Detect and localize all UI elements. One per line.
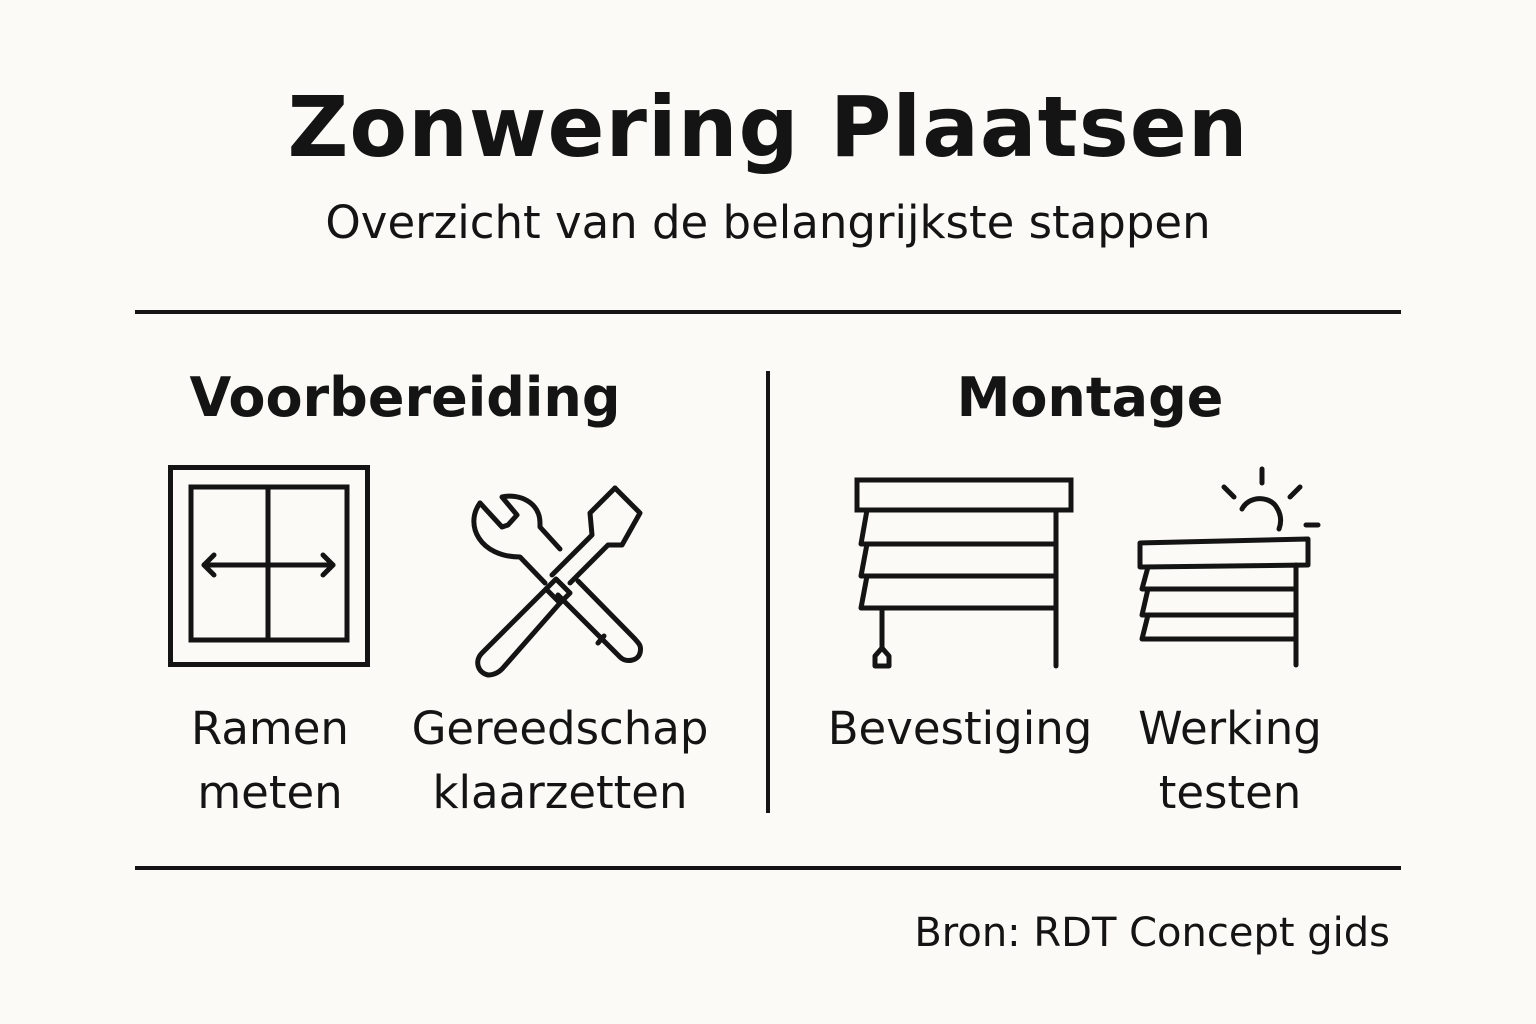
step-bevestiging: Bevestiging <box>820 697 1100 761</box>
step-label-line1: Gereedschap <box>411 702 709 755</box>
bottom-divider <box>135 866 1401 870</box>
step-gereedschap-klaarzetten: Gereedschap klaarzetten <box>400 697 720 825</box>
section-divider <box>766 371 770 813</box>
step-label-line1: Werking <box>1138 702 1322 755</box>
step-label-line2: klaarzetten <box>432 766 688 819</box>
blinds-sun-icon <box>1137 466 1321 668</box>
top-divider <box>135 310 1401 314</box>
step-label-line1: Bevestiging <box>827 702 1093 755</box>
window-measure-icon <box>168 465 370 667</box>
step-werking-testen: Werking testen <box>1110 697 1350 825</box>
step-ramen-meten: Ramen meten <box>150 697 390 825</box>
page-subtitle: Overzicht van de belangrijkste stappen <box>325 196 1211 249</box>
step-label-line1: Ramen <box>191 702 349 755</box>
blinds-icon <box>854 477 1074 669</box>
step-label-line2: testen <box>1158 766 1302 819</box>
wrench-screwdriver-icon <box>471 485 643 678</box>
step-label-line2: meten <box>197 766 343 819</box>
section-title-montage: Montage <box>956 366 1224 429</box>
section-title-voorbereiding: Voorbereiding <box>189 366 621 429</box>
source-note: Bron: RDT Concept gids <box>914 910 1390 956</box>
page-title: Zonwering Plaatsen <box>287 78 1249 176</box>
